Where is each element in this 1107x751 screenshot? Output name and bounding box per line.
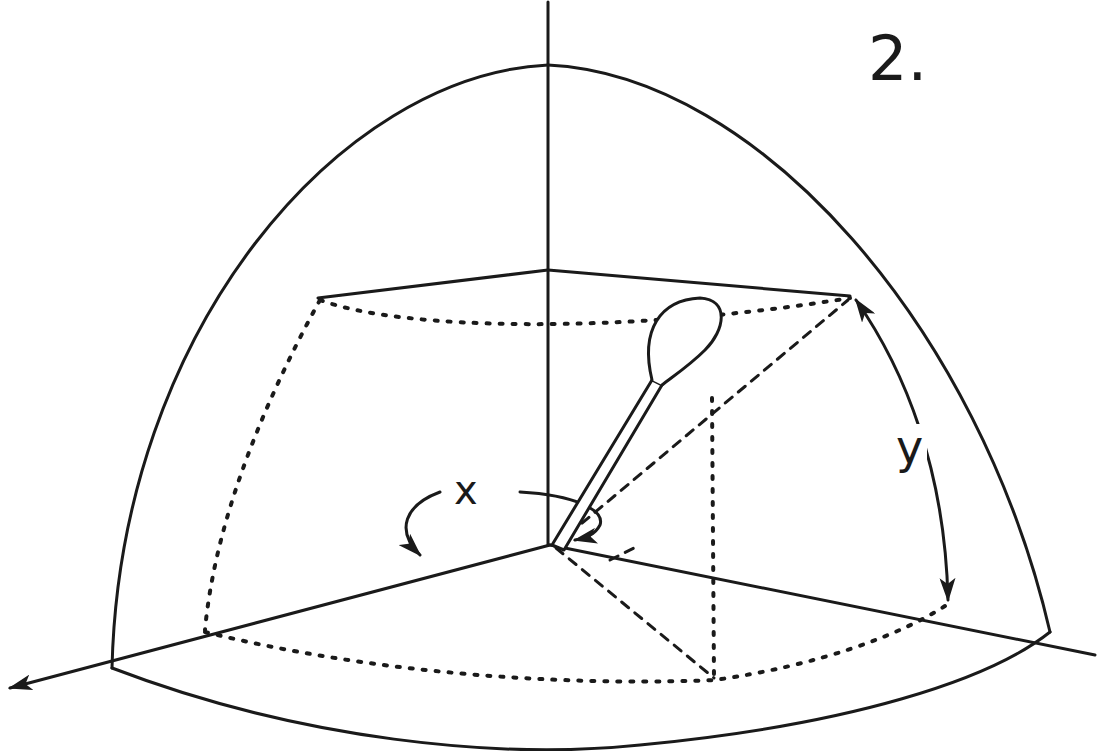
figure-number: 2.: [868, 28, 927, 90]
angle-label: x: [450, 470, 482, 510]
angle-label: y: [892, 424, 927, 470]
